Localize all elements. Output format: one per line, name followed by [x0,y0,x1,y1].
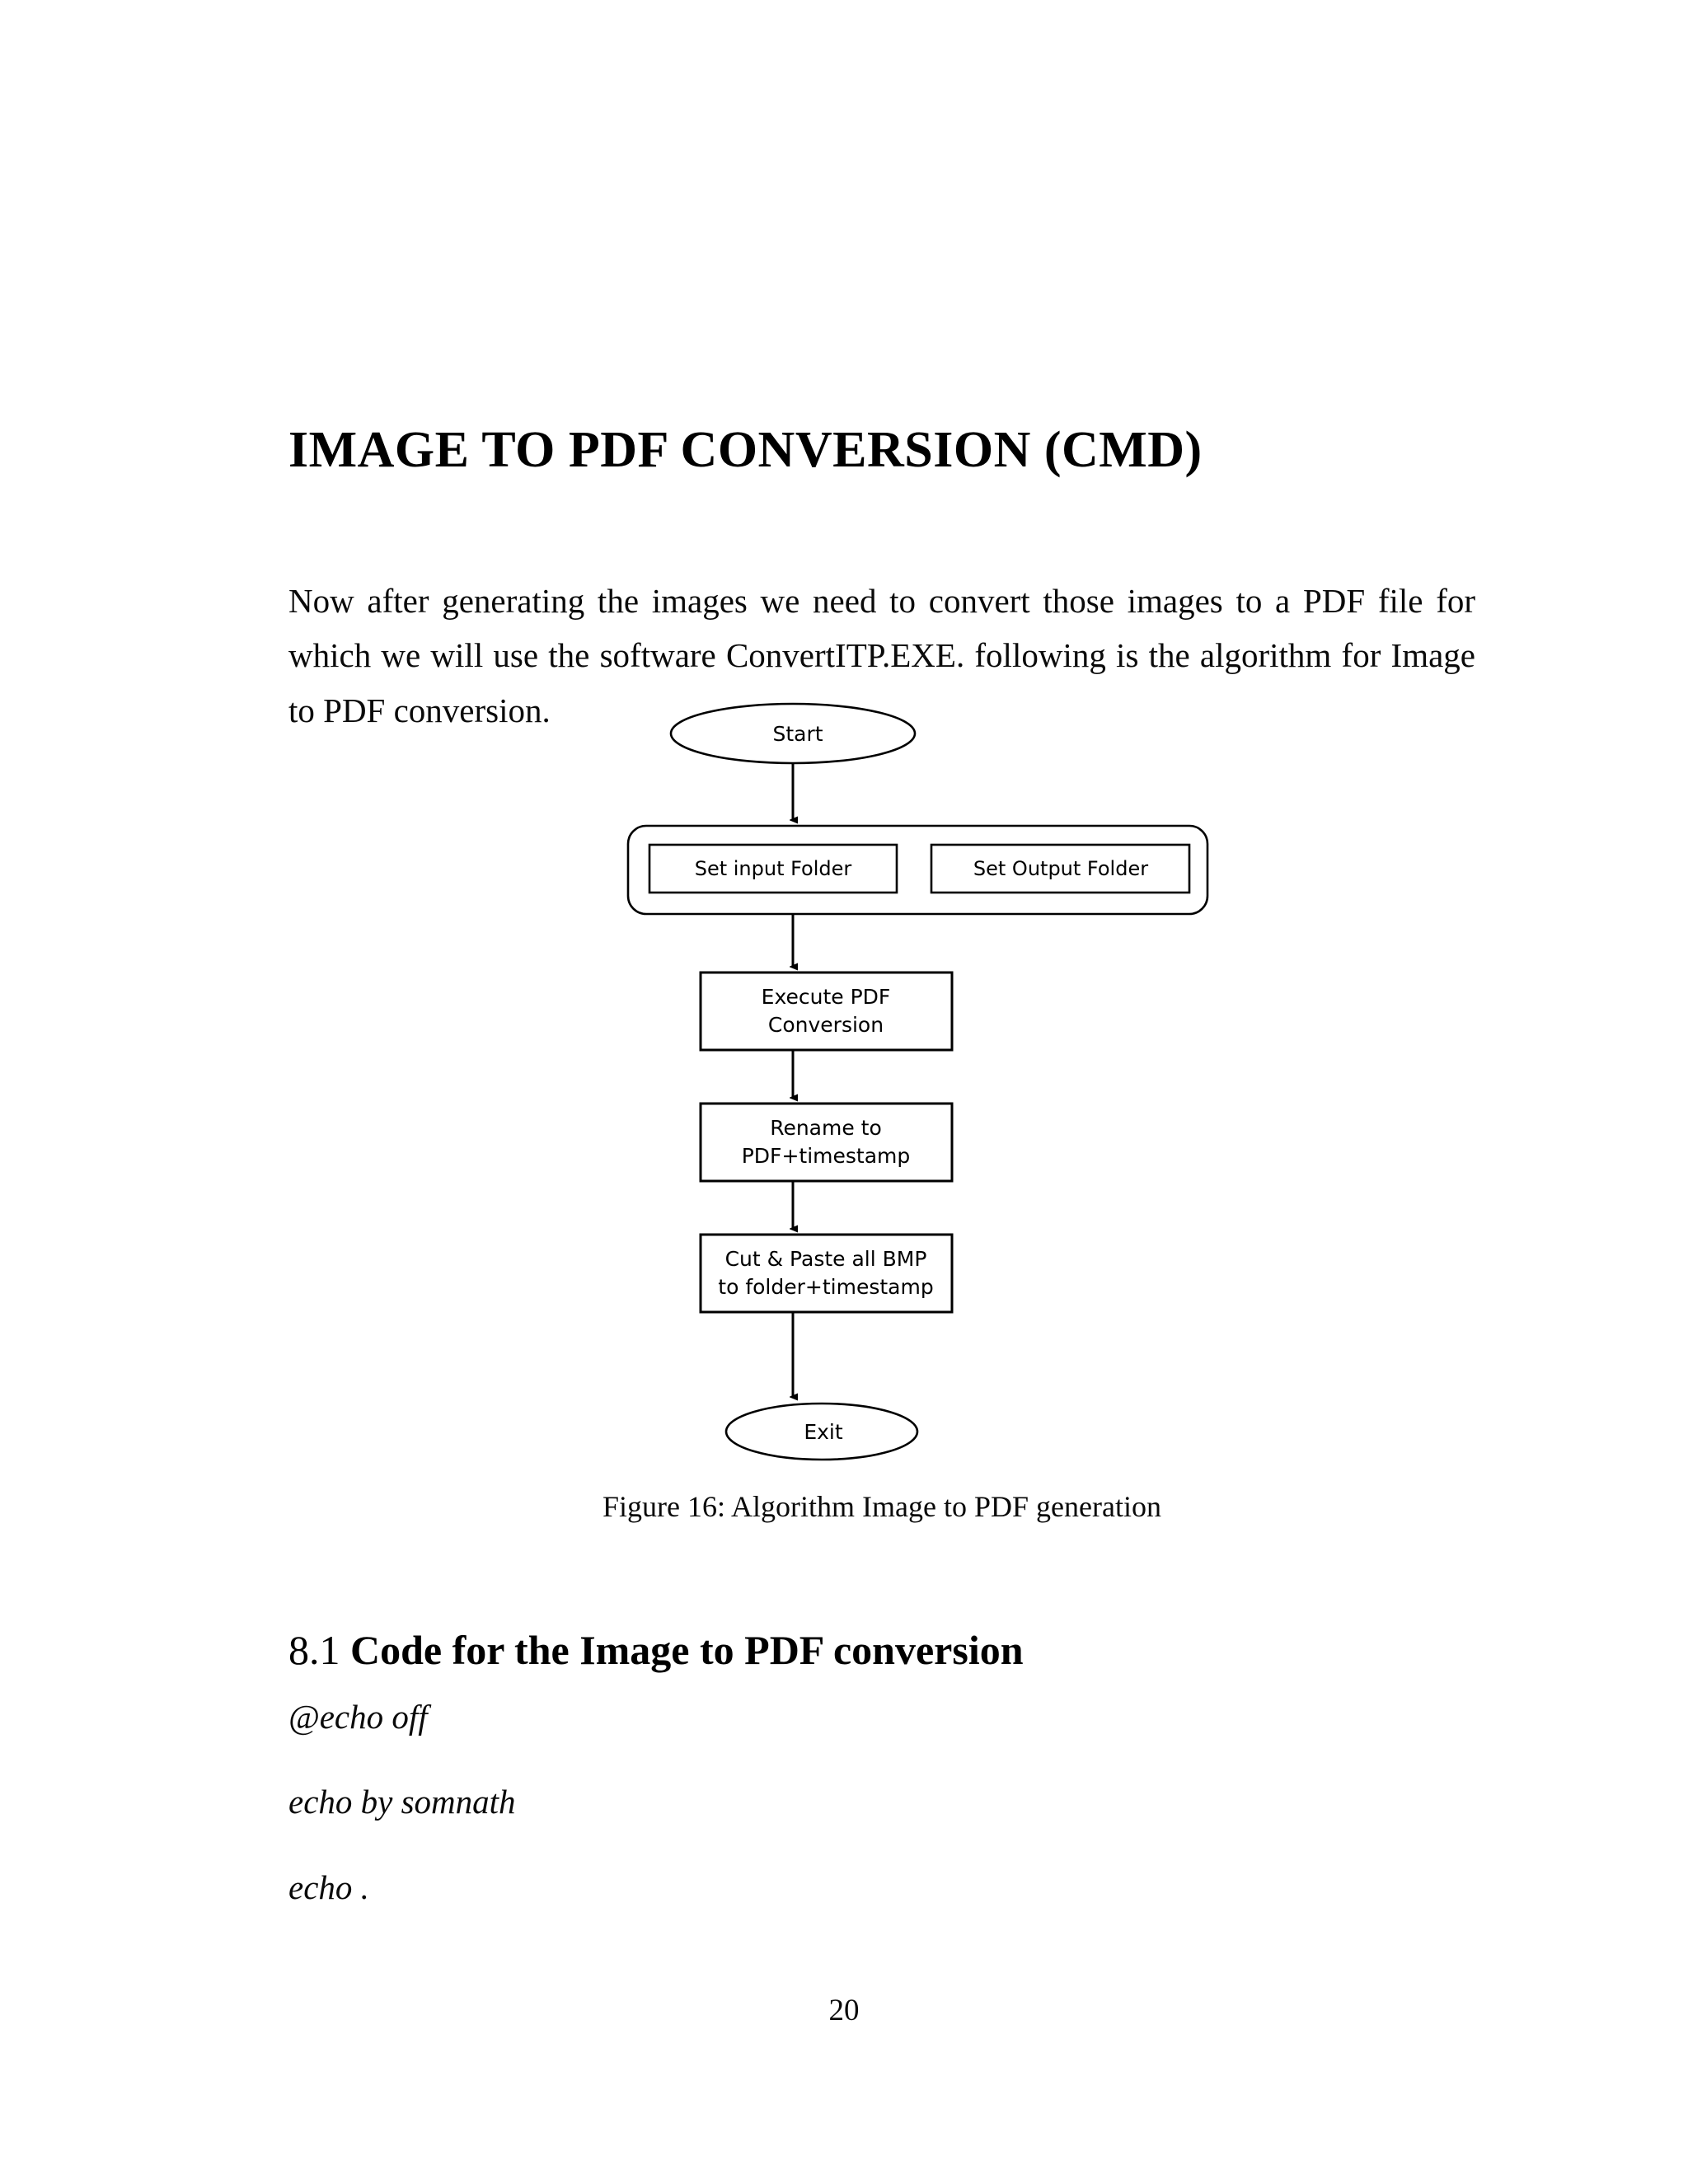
flow-node-execute-label-line1: Execute PDF [762,985,891,1009]
code-line-1: @echo off [288,1698,428,1736]
flow-node-cutpaste: Cut & Paste all BMP to folder+timestamp [699,1233,954,1314]
flow-node-folder-group: Set input Folder Set Output Folder [626,824,1209,916]
flow-node-rename: Rename to PDF+timestamp [699,1102,954,1183]
intro-paragraph: Now after generating the images we need … [288,582,1475,729]
section-heading: 8.1 Code for the Image to PDF conversion [288,1625,1475,1675]
flow-node-exit-label: Exit [804,1420,843,1444]
flow-node-start: Start [669,702,917,765]
flow-node-set-output-box [930,843,1191,894]
flow-node-start-label: Start [772,722,823,746]
section-title: Code for the Image to PDF conversion [350,1626,1024,1673]
code-line-3: echo . [288,1868,369,1906]
flow-node-exit: Exit [724,1402,919,1461]
flow-node-set-input-box [648,843,898,894]
flow-node-execute-label-line2: Conversion [768,1013,884,1037]
figure-caption: Figure 16: Algorithm Image to PDF genera… [603,1490,1161,1523]
flow-node-execute: Execute PDF Conversion [699,971,954,1052]
figure-16: Start Set input Folder Set Output Folder [0,692,1688,1483]
flow-node-set-output-label: Set Output Folder [973,857,1148,880]
page-title: IMAGE TO PDF CONVERSION (CMD) [288,421,1203,478]
section-number: 8.1 [288,1626,340,1673]
flow-node-set-input-label: Set input Folder [695,857,852,880]
page-number: 20 [828,1994,860,2027]
flow-node-cutpaste-label-line1: Cut & Paste all BMP [725,1247,927,1271]
flowchart-diagram: Start Set input Folder Set Output Folder [577,692,1236,1475]
flow-node-rename-label-line2: PDF+timestamp [742,1144,911,1168]
flow-node-cutpaste-label-line2: to folder+timestamp [718,1275,933,1299]
flow-node-rename-label-line1: Rename to [770,1116,882,1140]
code-line-2: echo by somnath [288,1783,516,1821]
